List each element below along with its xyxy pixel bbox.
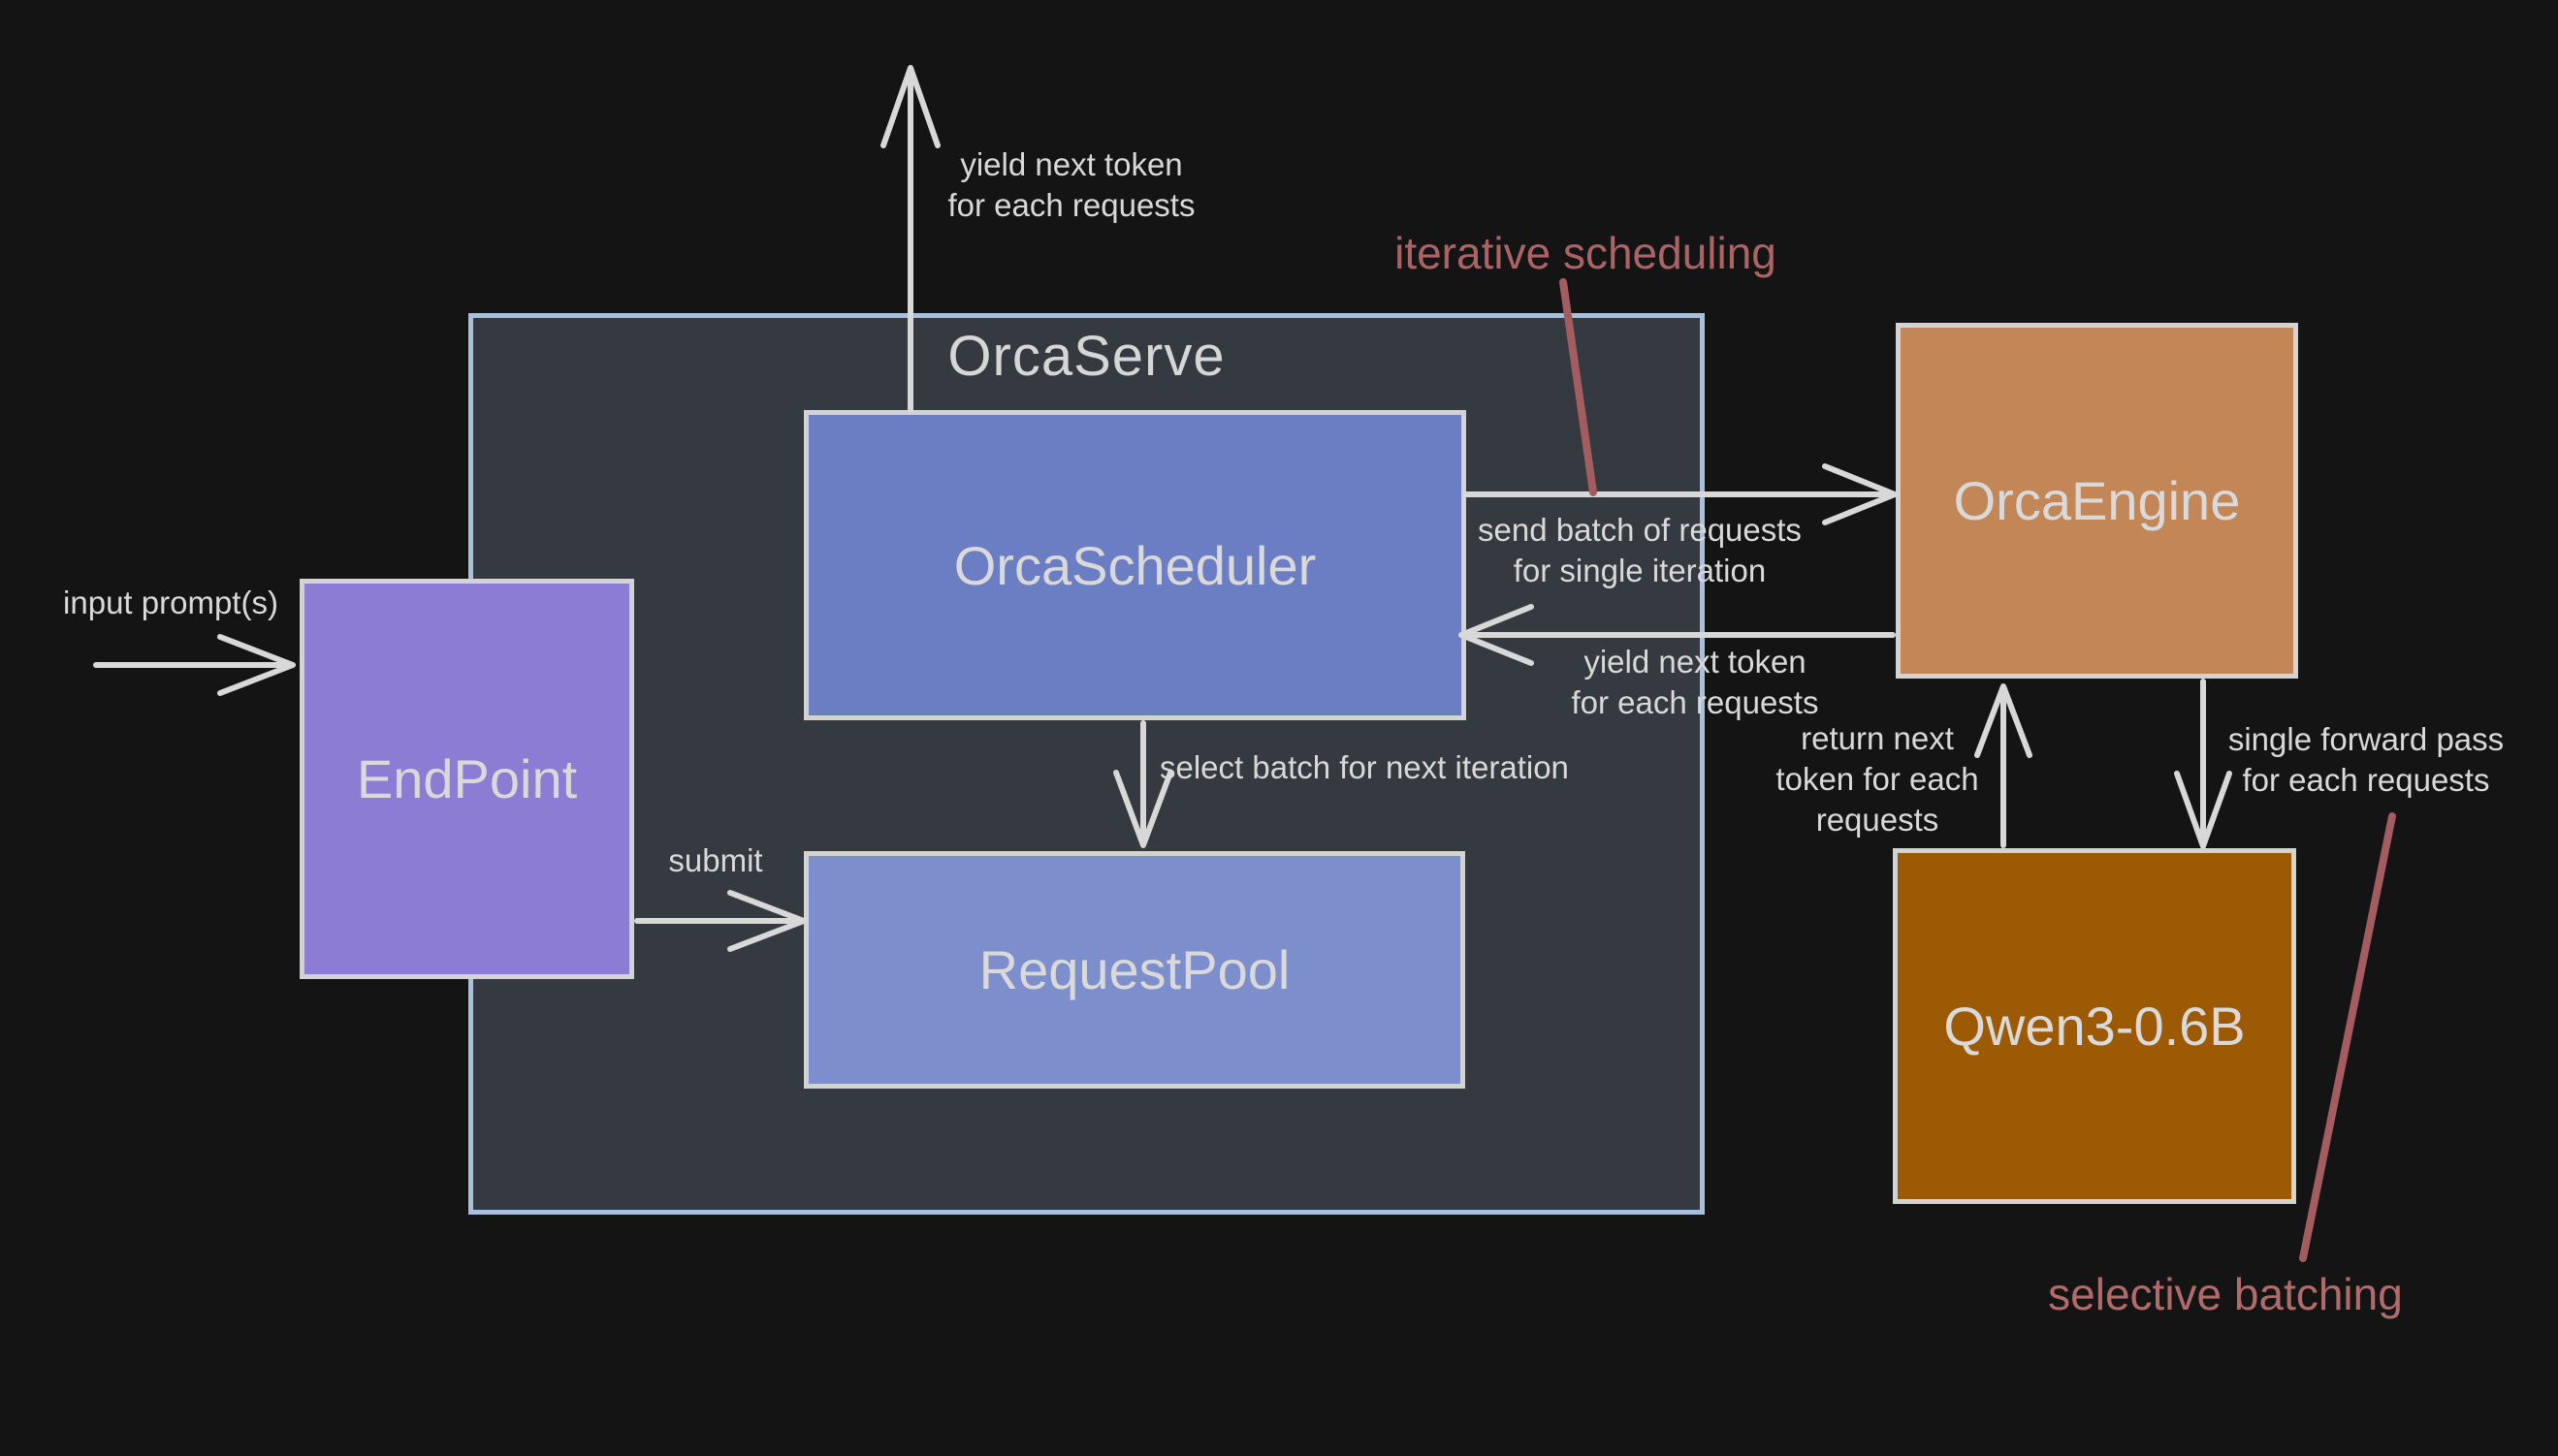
endpoint-box: EndPoint [300, 579, 634, 979]
send-batch-label: send batch of requests for single iterat… [1478, 512, 1802, 588]
arrow-input-prompt [93, 634, 296, 696]
requestpool-box: RequestPool [804, 851, 1465, 1089]
selective-batching-annotation: selective batching [2048, 1269, 2403, 1319]
input-prompt-label: input prompt(s) [63, 585, 278, 620]
requestpool-label: RequestPool [978, 939, 1291, 1000]
qwen3-model-label: Qwen3-0.6B [1943, 996, 2246, 1057]
yield-mid-label: yield next token for each requests [1571, 644, 1819, 720]
orcascheduler-label: OrcaScheduler [953, 534, 1317, 596]
submit-label: submit [668, 842, 763, 878]
endpoint-label: EndPoint [356, 748, 578, 809]
orcascheduler-box: OrcaScheduler [804, 410, 1466, 720]
orcaserve-title: OrcaServe [947, 325, 1226, 388]
iterative-scheduling-annotation: iterative scheduling [1394, 228, 1776, 278]
orcaengine-box: OrcaEngine [1896, 323, 2298, 679]
return-next-label: return next token for each requests [1775, 720, 1979, 838]
selective-batching-pointer-line [2299, 812, 2396, 1262]
single-forward-label: single forward pass for each requests [2227, 721, 2505, 798]
orcaengine-label: OrcaEngine [1953, 470, 2241, 531]
qwen3-model-box: Qwen3-0.6B [1893, 848, 2296, 1204]
select-batch-label: select batch for next iteration [1160, 749, 1569, 785]
yield-top-label: yield next token for each requests [947, 146, 1196, 223]
